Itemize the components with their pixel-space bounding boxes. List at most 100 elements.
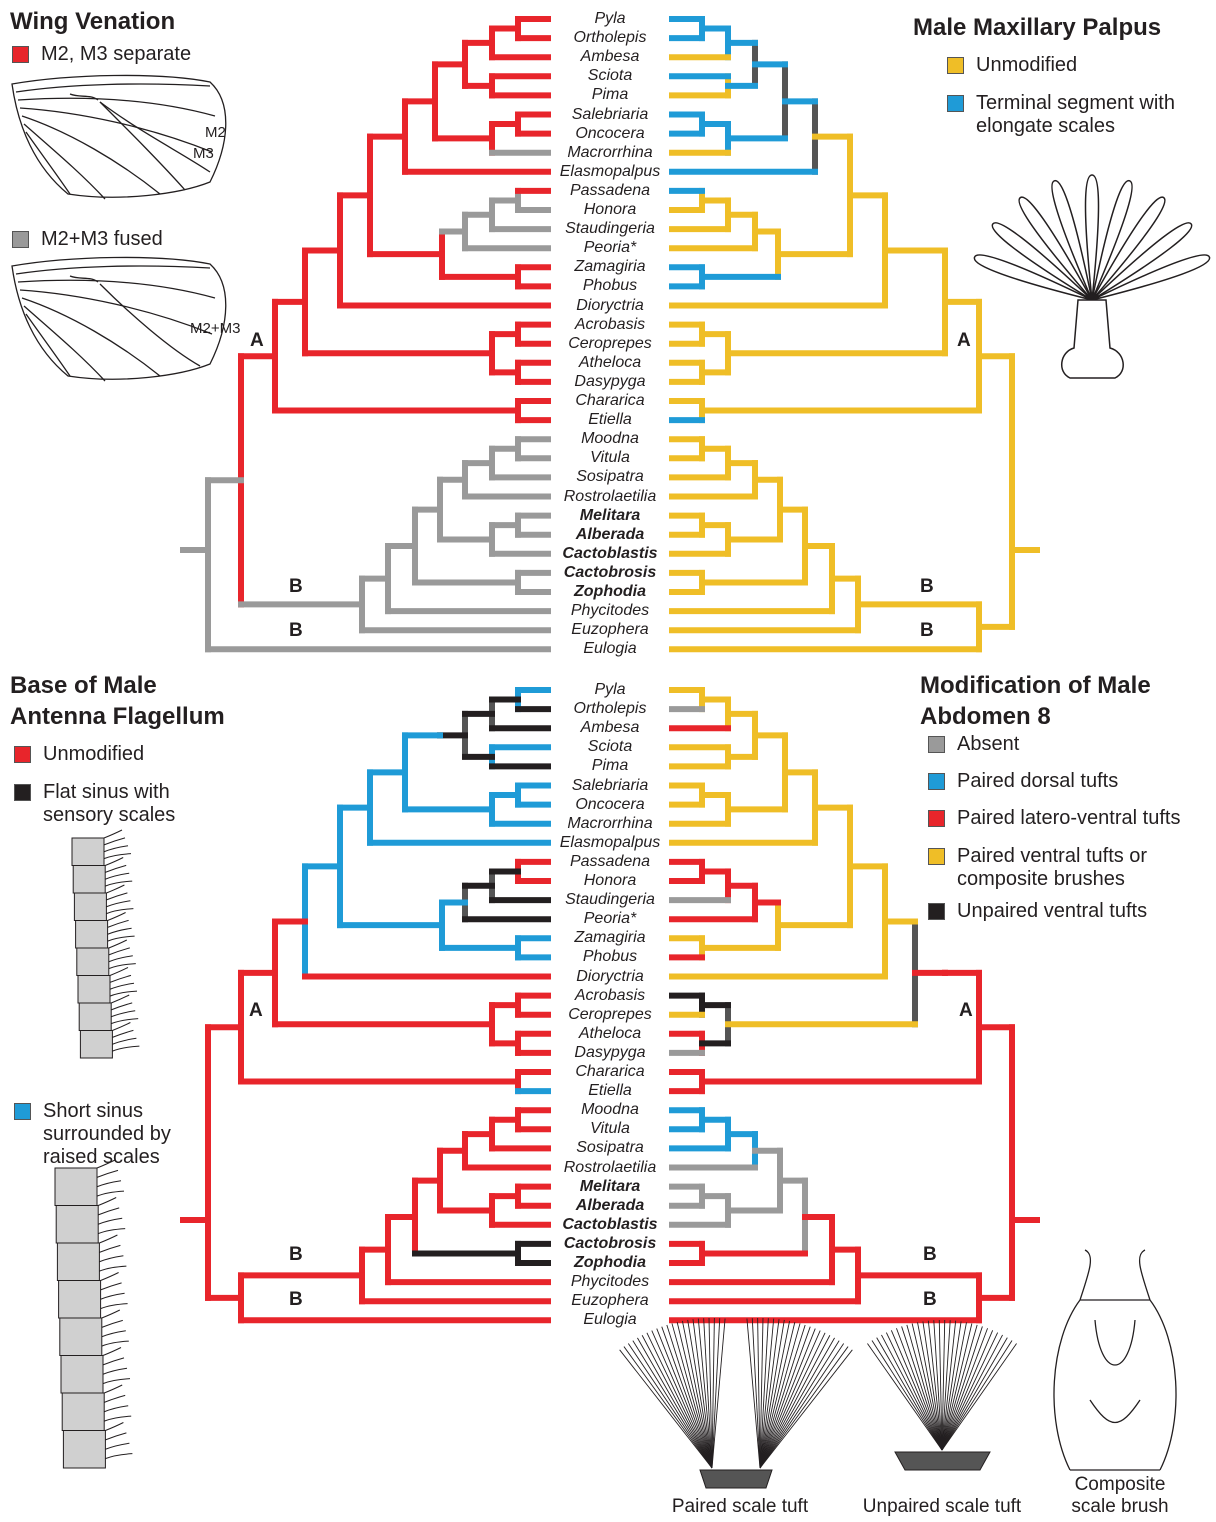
scale-line: [760, 1333, 825, 1468]
antenna-scale: [112, 1038, 136, 1044]
taxon-label: Zamagiria: [535, 257, 685, 276]
antenna-segment: [56, 1206, 98, 1244]
taxon-label: Ortholepis: [535, 28, 685, 47]
taxon-label: Melitara: [535, 1177, 685, 1196]
antenna-scale: [105, 881, 132, 886]
legend-item-antenna-unmodified: Unmodified: [14, 743, 144, 766]
taxon-label: Pyla: [535, 680, 685, 699]
taxon-label: Moodna: [535, 429, 685, 448]
legend-item-antenna-short-sinus: Short sinus surrounded by raised scales: [14, 1100, 171, 1169]
taxon-label: Vitula: [535, 448, 685, 467]
antenna-scale: [104, 846, 128, 852]
legend-label: Flat sinus with sensory scales: [43, 781, 175, 827]
legend-item-abdomen-unpaired-tufts: Unpaired ventral tufts: [928, 900, 1147, 923]
antenna-scale: [106, 893, 127, 900]
taxon-label: Acrobasis: [535, 986, 685, 1005]
scale-line: [942, 1330, 993, 1450]
taxon-label: Sciota: [535, 737, 685, 756]
antenna-scale: [98, 1218, 122, 1224]
antenna-segment: [63, 1431, 105, 1469]
antenna-scale: [104, 854, 131, 859]
wing-vein: [16, 84, 210, 92]
node-label-a: A: [250, 331, 264, 351]
antenna-scale: [99, 1266, 126, 1271]
legend-item-abdomen-absent: Absent: [928, 733, 1019, 756]
antenna-scale: [104, 1406, 128, 1412]
legend-label: M2+M3 fused: [41, 228, 163, 251]
taxon-label: Macrorrhina: [535, 814, 685, 833]
node-label-b: B: [289, 1290, 303, 1310]
taxon-label: Ambesa: [535, 47, 685, 66]
taxon-label: Alberada: [535, 525, 685, 544]
antenna-scale: [105, 873, 129, 879]
taxon-label: Peoria*: [535, 238, 685, 257]
scale-line: [942, 1344, 1017, 1450]
taxon-label: Ceroprepes: [535, 334, 685, 353]
legend-item-abdomen-ventral-brushes: Paired ventral tufts or composite brushe…: [928, 845, 1147, 891]
taxon-label: Salebriaria: [535, 776, 685, 795]
scale-line: [760, 1327, 810, 1468]
taxon-label: Eulogia: [535, 639, 685, 658]
scale-line: [942, 1323, 972, 1450]
node-label-b: B: [289, 621, 303, 641]
scale-line: [662, 1327, 712, 1468]
legend-label: M2, M3 separate: [41, 43, 191, 66]
taxon-label: Cactobrosis: [535, 563, 685, 582]
paired-scale-tuft-left: [620, 1318, 725, 1468]
taxon-label: Cactobrosis: [535, 1234, 685, 1253]
antenna-scale: [104, 1385, 122, 1393]
taxon-label: Euzophera: [535, 1291, 685, 1310]
taxon-label: Zophodia: [535, 582, 685, 601]
antenna-segment: [60, 1318, 102, 1356]
antenna-scale: [112, 1023, 130, 1031]
node-label-a: A: [959, 1001, 973, 1021]
wing-outline: [12, 75, 226, 197]
taxon-label: Vitula: [535, 1119, 685, 1138]
antenna-scale: [102, 1320, 123, 1327]
node-label-b: B: [920, 577, 934, 597]
taxon-label: Staudingeria: [535, 219, 685, 238]
antenna-scale: [105, 1423, 123, 1431]
antenna-scale: [109, 948, 130, 955]
legend-swatch: [947, 57, 964, 74]
scale-line: [633, 1341, 712, 1468]
wing-venation-title: Wing Venation: [10, 6, 175, 37]
taxon-label: Eulogia: [535, 1310, 685, 1329]
legend-item-m2-m3-separate: M2, M3 separate: [12, 43, 191, 66]
taxon-label: Cactoblastis: [535, 544, 685, 563]
legend-label: Unmodified: [43, 743, 144, 766]
legend-swatch: [928, 736, 945, 753]
taxon-label: Dasypyga: [535, 1043, 685, 1062]
legend-label: Short sinus surrounded by raised scales: [43, 1100, 171, 1169]
antenna-scale: [97, 1170, 118, 1177]
node-label-b: B: [923, 1245, 937, 1265]
legend-swatch: [12, 231, 29, 248]
wing-vein: [26, 132, 70, 194]
taxon-label: Zophodia: [535, 1253, 685, 1272]
taxon-label: Staudingeria: [535, 890, 685, 909]
antenna-scale: [102, 1331, 126, 1337]
scale-line: [637, 1338, 712, 1468]
legend-item-abdomen-dorsal-tufts: Paired dorsal tufts: [928, 770, 1118, 793]
antenna-scale: [101, 1293, 125, 1299]
antenna-flagellum-title: Base of Male Antenna Flagellum: [10, 670, 225, 732]
antenna-scale: [99, 1256, 123, 1262]
antenna-scale: [101, 1304, 128, 1309]
antenna-scale: [110, 968, 128, 976]
antenna-scale: [105, 1443, 129, 1449]
taxon-label: Pima: [535, 756, 685, 775]
antenna-scale: [103, 1358, 124, 1365]
legend-swatch: [14, 746, 31, 763]
taxon-label: Etiella: [535, 410, 685, 429]
paired-scale-tuft-right: [747, 1318, 852, 1468]
taxon-label: Oncocera: [535, 795, 685, 814]
antenna-scale: [105, 858, 123, 866]
wing-label-m2: M2: [205, 124, 226, 141]
legend-swatch: [928, 848, 945, 865]
taxon-label: Atheloca: [535, 1024, 685, 1043]
taxon-label: Salebriaria: [535, 105, 685, 124]
antenna-segment: [76, 921, 108, 949]
taxon-label: Oncocera: [535, 124, 685, 143]
antenna-scale: [104, 838, 125, 845]
node-label-b: B: [289, 1245, 303, 1265]
